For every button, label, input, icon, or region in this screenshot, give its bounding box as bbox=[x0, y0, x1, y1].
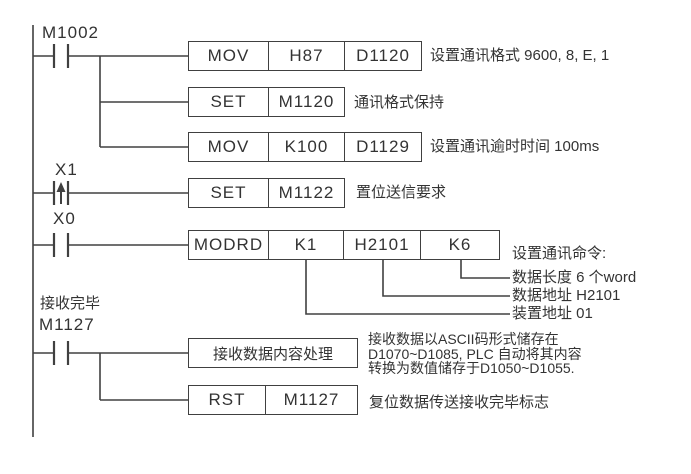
comment-timeout: 设置通讯逾时时间 100ms bbox=[430, 138, 600, 155]
instruction-box-set-m1122: SET M1122 bbox=[188, 178, 345, 208]
instruction-box-set-m1120: SET M1120 bbox=[188, 87, 345, 117]
comment-reset-flag: 复位数据传送接收完毕标志 bbox=[369, 394, 550, 411]
contact-x1-rising-edge bbox=[33, 181, 188, 205]
instruction-box-process-received-data: 接收数据内容处理 bbox=[188, 338, 358, 368]
comment-cmd-device-address: 装置地址 01 bbox=[512, 305, 593, 322]
branch-lines-top bbox=[99, 56, 188, 148]
contact-label-x1: X1 bbox=[55, 160, 78, 179]
instruction-box-mov-k100-d1129: MOV K100 D1129 bbox=[188, 132, 422, 162]
operand-cell: M1122 bbox=[268, 179, 344, 207]
operand-cell: D1129 bbox=[344, 133, 421, 161]
contact-label-m1002: M1002 bbox=[42, 23, 99, 42]
process-label-cell: 接收数据内容处理 bbox=[212, 345, 333, 363]
opcode-cell: MODRD bbox=[193, 235, 264, 254]
comment-format-hold: 通讯格式保持 bbox=[354, 94, 445, 111]
contact-note-receive-done: 接收完毕 bbox=[40, 295, 101, 312]
opcode-cell: SET bbox=[210, 183, 247, 202]
instruction-box-mov-h87-d1120: MOV H87 D1120 bbox=[188, 41, 422, 71]
comment-ascii-line2: D1070~D1085, PLC 自动将其内容 bbox=[368, 345, 582, 362]
operand-cell: K1 bbox=[268, 231, 343, 259]
instruction-box-modrd: MODRD K1 H2101 K6 bbox=[188, 230, 500, 260]
rising-edge-arrow-icon bbox=[56, 182, 66, 192]
contact-x0 bbox=[33, 233, 188, 257]
comment-ascii-line3: 转换为数值储存于D1050~D1055. bbox=[368, 360, 575, 376]
opcode-cell: MOV bbox=[207, 46, 250, 65]
contact-label-x0: X0 bbox=[53, 209, 76, 228]
comment-cmd-length: 数据长度 6 个word bbox=[512, 269, 637, 286]
opcode-cell: SET bbox=[210, 92, 247, 111]
contact-label-m1127: M1127 bbox=[39, 315, 95, 334]
opcode-cell: MOV bbox=[207, 137, 250, 156]
operand-cell: H87 bbox=[268, 42, 344, 70]
comment-send-request: 置位送信要求 bbox=[356, 184, 447, 201]
comment-comm-format: 设置通讯格式 9600, 8, E, 1 bbox=[430, 47, 610, 64]
contact-m1002 bbox=[33, 44, 188, 68]
comment-ascii-line1: 接收数据以ASCII码形式储存在 bbox=[368, 331, 559, 347]
operand-cell: H2101 bbox=[343, 231, 420, 259]
operand-cell: K6 bbox=[420, 231, 499, 259]
operand-cell: M1120 bbox=[268, 88, 344, 116]
comment-cmd-data-address: 数据地址 H2101 bbox=[512, 287, 621, 304]
modrd-leader-lines bbox=[305, 260, 510, 315]
operand-cell: M1127 bbox=[265, 386, 357, 414]
comment-cmd-title: 设置通讯命令: bbox=[512, 245, 607, 262]
opcode-cell: RST bbox=[208, 390, 246, 409]
branch-lines-bottom bbox=[99, 353, 188, 401]
contact-m1127 bbox=[33, 341, 188, 365]
operand-cell: D1120 bbox=[344, 42, 421, 70]
operand-cell: K100 bbox=[268, 133, 344, 161]
instruction-box-rst-m1127: RST M1127 bbox=[188, 385, 358, 415]
